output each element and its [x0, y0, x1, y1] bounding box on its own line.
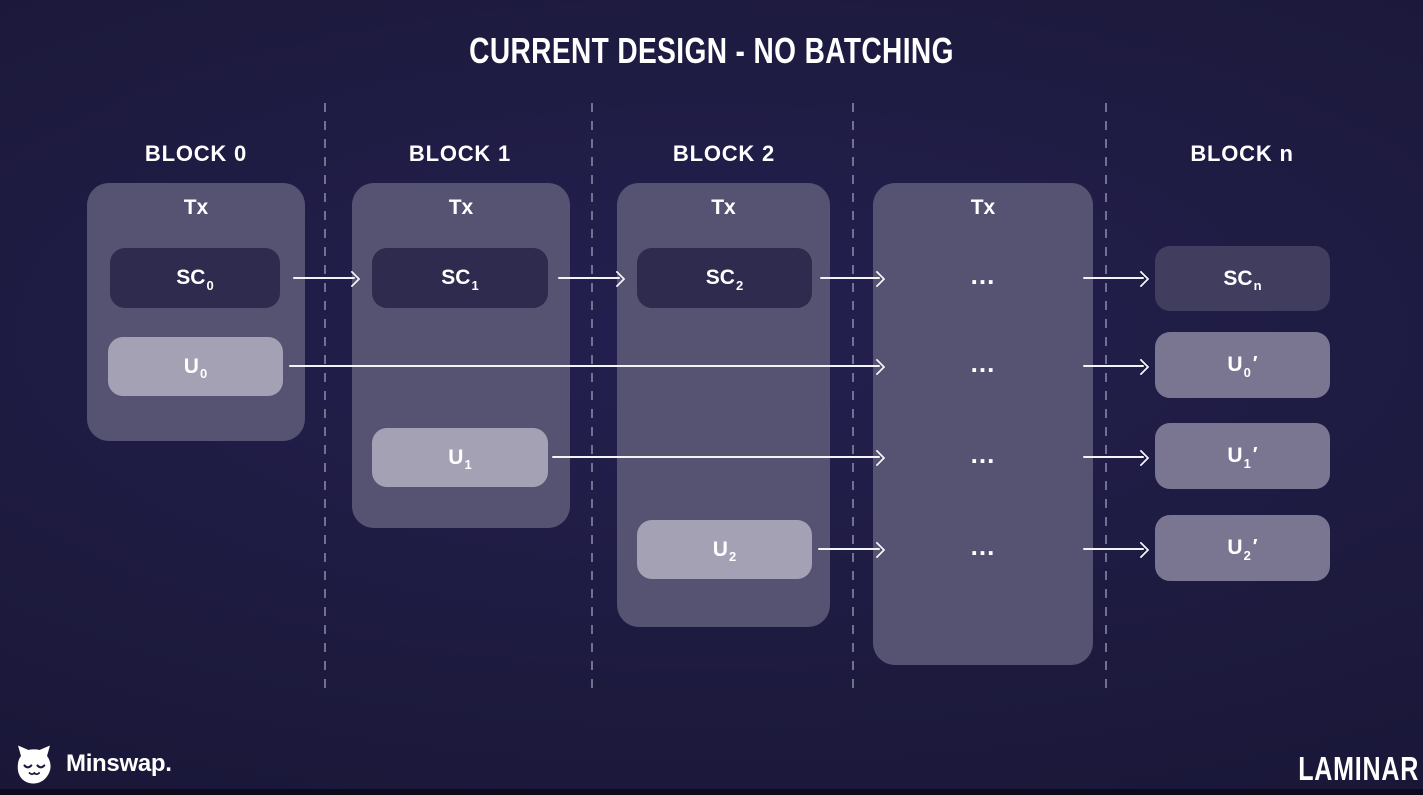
u2-subscript: 2 — [728, 549, 737, 564]
ellipsis-u0-row: ... — [970, 348, 996, 378]
arrow-shaft — [289, 364, 880, 368]
arrow-shaft — [1083, 455, 1144, 459]
bottom-edge-strip — [0, 789, 1423, 795]
u0-subscript: 0 — [199, 366, 208, 381]
u1-subscript: 1 — [464, 457, 472, 472]
block-0-tx-label: Tx — [183, 196, 209, 219]
laminar-wordmark: LAMINAR — [1298, 750, 1419, 787]
sc1-label: SC — [441, 266, 471, 289]
arrow-head-icon — [1132, 270, 1150, 287]
arrow-shaft — [1083, 547, 1144, 551]
ellipsis-sc-row: ... — [970, 260, 996, 290]
scn-label: SC — [1223, 266, 1253, 290]
minswap-logo: Minswap. — [12, 742, 172, 786]
block-1-header: BLOCK 1 — [408, 141, 512, 166]
sc0-label: SC — [176, 266, 206, 289]
sc1-subscript: 1 — [471, 277, 479, 293]
block-ellipsis-tx-container — [873, 183, 1093, 665]
u0-label: U — [183, 354, 199, 378]
u1-prime-label: U — [1227, 444, 1243, 467]
arrow-shaft — [552, 455, 880, 459]
u2-prime-mark: ′ — [1252, 535, 1258, 558]
u2-label: U — [712, 537, 728, 561]
arrow-shaft — [818, 547, 880, 551]
arrow-shaft — [820, 276, 880, 280]
sleepy-cat-icon — [17, 745, 51, 784]
block-divider-line-1 — [324, 103, 326, 695]
u0-prime-label: U — [1227, 353, 1243, 376]
block-1-tx-label: Tx — [448, 196, 474, 219]
block-ellipsis-tx-label: Tx — [970, 196, 996, 219]
block-0-header: BLOCK 0 — [144, 141, 248, 166]
block-0-tx-container — [87, 183, 305, 441]
arrow-shaft — [1083, 276, 1144, 280]
u1-label: U — [448, 445, 464, 469]
block-divider-line-3 — [852, 103, 854, 695]
u1-prime-subscript: 1 — [1243, 455, 1251, 471]
block-n-header: BLOCK n — [1190, 141, 1294, 166]
ellipsis-u1-row: ... — [970, 439, 996, 469]
arrow-head-icon — [1132, 541, 1150, 558]
sc0-subscript: 0 — [206, 277, 214, 293]
arrow-shaft — [293, 276, 355, 280]
minswap-wordmark: Minswap. — [66, 750, 172, 777]
u0-prime-subscript: 0 — [1243, 364, 1251, 380]
u0-prime-mark: ′ — [1252, 352, 1258, 375]
arrow-shaft — [1083, 364, 1144, 368]
block-2-tx-label: Tx — [711, 196, 736, 219]
block-divider-line-2 — [591, 103, 593, 695]
arrow-head-icon — [1132, 358, 1150, 375]
sc2-subscript: 2 — [735, 277, 744, 293]
block-divider-line-4 — [1105, 103, 1107, 695]
ellipsis-u2-row: ... — [970, 531, 996, 561]
u1-prime-mark: ′ — [1252, 443, 1258, 466]
u2-prime-label: U — [1227, 536, 1243, 559]
arrow-head-icon — [1132, 449, 1150, 466]
scn-subscript: n — [1253, 278, 1262, 293]
sc2-label: SC — [705, 266, 735, 289]
u2-prime-subscript: 2 — [1243, 547, 1251, 563]
arrow-shaft — [558, 276, 620, 280]
block-2-header: BLOCK 2 — [672, 141, 776, 166]
diagram-title: CURRENT DESIGN - NO BATCHING — [469, 30, 954, 71]
